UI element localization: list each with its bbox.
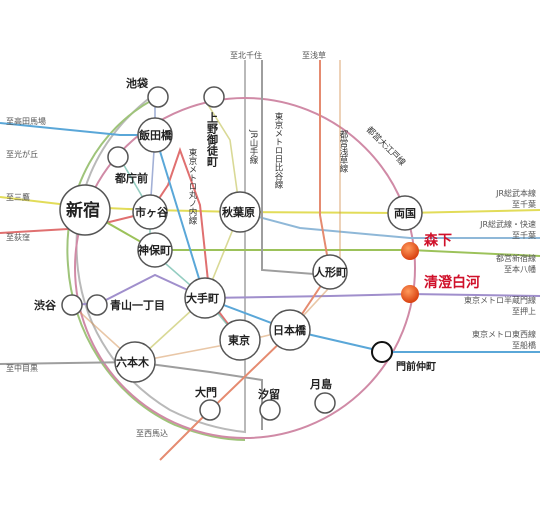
station-otemachi[interactable] [184, 277, 226, 319]
station-ikebukuro[interactable] [147, 86, 169, 108]
label-kiyosumi: 清澄白河 [424, 274, 480, 291]
label-shibuya: 渋谷 [34, 298, 57, 312]
sobu-line-label: JR総武本線 [495, 188, 536, 198]
oedo-line-label: 都営大江戸線 [364, 124, 408, 168]
sobu-rapid-line [239, 211, 540, 239]
asakusa-line-label: 都営浅草線 [338, 130, 348, 173]
label-daimon: 大門 [195, 385, 217, 399]
tozai-line-label: 東京メトロ東西線 [472, 329, 536, 339]
label-morishita: 森下 [424, 232, 452, 249]
station-toshimae[interactable] [107, 146, 129, 168]
asakusa-line [159, 60, 332, 461]
label-ikebukuro: 池袋 [126, 76, 149, 90]
yamanote-line-label: JR山手線 [248, 129, 258, 164]
station-daimon[interactable] [199, 399, 221, 421]
green-loop-line [66, 95, 246, 441]
dest-ogikubo: 至荻窪 [6, 232, 30, 242]
dest-kita-senju: 至北千住 [230, 50, 262, 60]
oedo-line [74, 97, 416, 439]
station-monzen[interactable] [371, 341, 393, 363]
station-kiyosumi-marker[interactable] [401, 285, 419, 303]
label-roppongi: 六本木 [116, 355, 150, 369]
station-aoyama[interactable] [86, 294, 108, 316]
sobu-rapid-dest: 至千葉 [512, 230, 536, 240]
marunouchi-line-label: 東京メトロ丸ノ内線 [187, 147, 197, 224]
station-shinjuku[interactable] [59, 184, 111, 236]
label-ueno-okachimachi: 上野御徒町 [206, 111, 220, 168]
shinjuku-line-label: 都営新宿線 [496, 253, 536, 263]
label-tsukishima: 月島 [309, 377, 332, 391]
hanzomon-line-label: 東京メトロ半蔵門線 [464, 295, 536, 305]
label-nihonbashi: 日本橋 [273, 323, 307, 337]
label-aoyama: 青山一丁目 [110, 298, 165, 312]
station-tsukishima[interactable] [314, 392, 336, 414]
station-ueno-okachimachi[interactable] [203, 86, 225, 108]
station-ryogoku[interactable] [387, 195, 423, 231]
shinjuku-line-dest: 至本八幡 [504, 264, 536, 274]
tozai-line-dest: 至船橋 [512, 340, 536, 350]
station-jimbocho[interactable] [137, 232, 173, 268]
station-ningyocho[interactable] [312, 254, 348, 290]
dest-hikarigaoka: 至光が丘 [6, 149, 38, 159]
label-shiodome: 汐留 [258, 387, 280, 401]
label-ryogoku: 両国 [394, 207, 416, 220]
label-ningyocho: 人形町 [314, 265, 347, 279]
dest-mitaka: 至三鷹 [6, 192, 30, 202]
label-tokyo: 東京 [228, 333, 250, 347]
station-shiodome[interactable] [259, 399, 281, 421]
label-shinjuku: 新宿 [66, 200, 100, 221]
dest-takadanobaba: 至高田馬場 [6, 116, 46, 126]
dest-asakusa: 至浅草 [302, 50, 326, 60]
hanzomon-line-dest: 至押上 [512, 306, 536, 316]
label-ichigaya: 市ヶ谷 [135, 205, 169, 219]
station-nihonbashi[interactable] [269, 309, 311, 351]
station-roppongi[interactable] [114, 341, 156, 383]
label-iidabashi: 飯田橋 [138, 128, 173, 142]
dest-nakameguro: 至中目黒 [6, 363, 38, 373]
station-shibuya[interactable] [61, 294, 83, 316]
station-iidabashi[interactable] [137, 117, 173, 153]
hibiya-line-label: 東京メトロ日比谷線 [273, 111, 283, 188]
label-otemachi: 大手町 [186, 291, 219, 305]
label-akihabara: 秋葉原 [222, 205, 255, 219]
label-monzen: 門前仲町 [396, 360, 436, 373]
station-tokyo[interactable] [219, 319, 261, 361]
label-jimbocho: 神保町 [138, 243, 171, 257]
svg-text:都営大江戸線: 都営大江戸線 [364, 124, 408, 168]
station-akihabara[interactable] [219, 191, 261, 233]
station-morishita-marker[interactable] [401, 242, 419, 260]
dest-nishi-umagome: 至西馬込 [136, 429, 168, 438]
sobu-line-dest: 至千葉 [512, 199, 536, 209]
station-ichigaya[interactable] [132, 194, 168, 230]
label-toshimae: 都庁前 [114, 171, 148, 185]
sobu-rapid-label: JR総武線・快速 [479, 219, 536, 229]
